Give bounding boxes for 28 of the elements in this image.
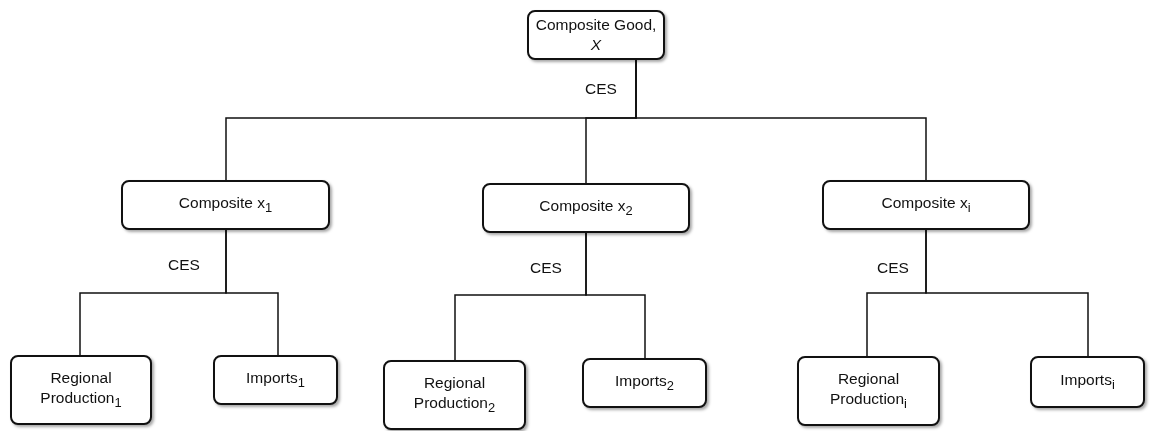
node-text: Composite x$_{1}$ [178, 193, 273, 217]
node-box [482, 183, 690, 233]
node-text: Composite x$_{2}$ [539, 196, 633, 220]
connector-line [225, 229, 279, 356]
node-box [383, 360, 526, 430]
connector-line [585, 232, 646, 359]
connector-line [925, 229, 1089, 357]
node-text: Composite Good, X [535, 14, 657, 55]
node-text: Regional Production$_{1}$ [39, 368, 123, 412]
node-text: Regional Production$_{i}$ [829, 369, 908, 413]
node-box [10, 355, 152, 425]
node-text: Composite x$_{i}$ [881, 193, 971, 217]
connector-line [635, 59, 927, 181]
node-box [822, 180, 1030, 230]
function-label: CES [585, 80, 617, 98]
function-label: CES [877, 259, 909, 277]
node-text: Imports$_{1}$ [246, 368, 305, 392]
node-box [1030, 356, 1145, 408]
node-box [582, 358, 707, 408]
node-text: Regional Production$_{2}$ [412, 373, 497, 417]
node-text: Imports$_{i}$ [1060, 370, 1115, 394]
node-box [797, 356, 940, 426]
function-label: CES [168, 256, 200, 274]
node-box [213, 355, 338, 405]
node-text: Imports$_{2}$ [615, 371, 674, 395]
function-label: CES [530, 259, 562, 277]
node-box [121, 180, 330, 230]
node-box [527, 10, 665, 60]
